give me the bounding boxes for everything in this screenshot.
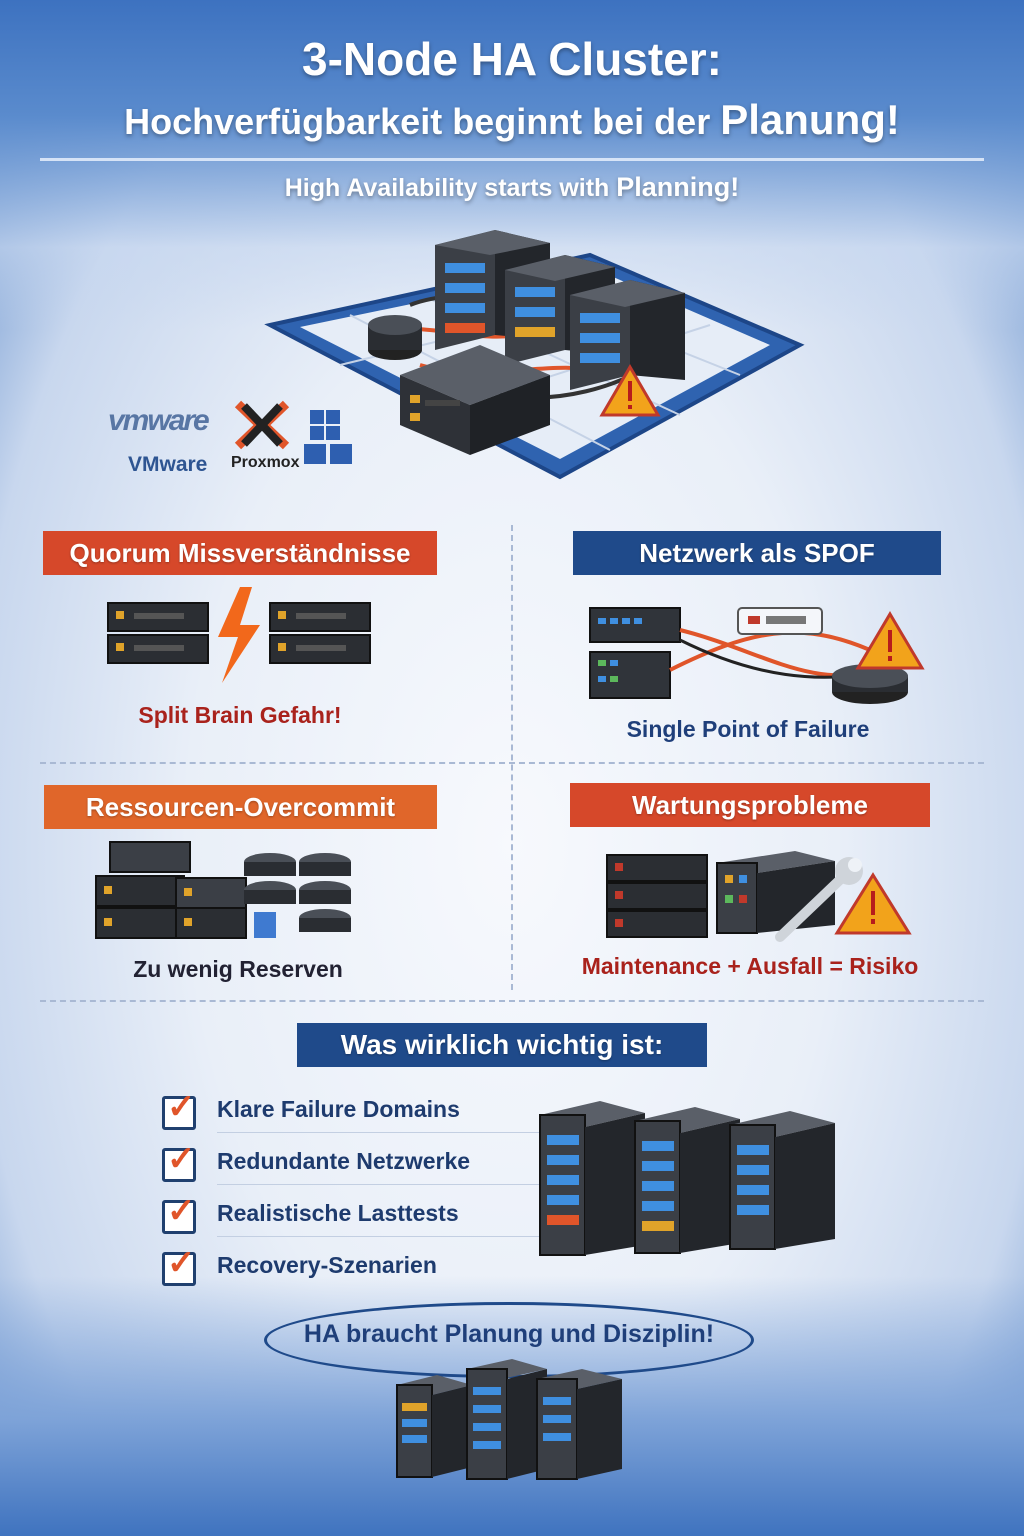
server-rack-icon xyxy=(396,1375,472,1478)
checklist-item: ✓ Klare Failure Domains xyxy=(162,1088,662,1133)
panel-maintenance-banner: Wartungsprobleme xyxy=(570,783,930,827)
network-switch-icon xyxy=(589,651,671,699)
title-line2-emphasis: Planung! xyxy=(720,96,900,143)
page-title-line2: Hochverfügbarkeit beginnt bei der Planun… xyxy=(0,96,1024,144)
server-rack-icon xyxy=(634,1107,740,1254)
panel-maintenance-caption: Maintenance + Ausfall = Risiko xyxy=(581,953,919,979)
server-rack-icon xyxy=(175,877,247,939)
checkbox-icon: ✓ xyxy=(162,1244,196,1286)
checklist-heading: Was wirklich wichtig ist: xyxy=(297,1023,707,1067)
panel-divider-horizontal xyxy=(40,762,984,764)
warning-triangle-icon xyxy=(834,872,912,935)
subtitle-emphasis: Planning! xyxy=(616,172,740,202)
checklist-item-label: Klare Failure Domains xyxy=(217,1096,460,1122)
checklist-item: ✓ Recovery-Szenarien xyxy=(162,1244,662,1288)
network-spof-illustration xyxy=(589,607,925,704)
storage-disk-icon xyxy=(368,315,422,360)
hero-cluster-illustration xyxy=(264,230,805,480)
title-divider xyxy=(40,158,984,161)
windows-logo-icon xyxy=(304,410,352,464)
checklist-underline xyxy=(217,1132,647,1133)
proxmox-logo-icon xyxy=(234,400,290,450)
vmware-label: VMware xyxy=(128,453,208,476)
section-divider xyxy=(40,1000,984,1002)
network-switch-icon xyxy=(737,607,823,635)
warning-triangle-icon xyxy=(599,364,661,417)
maintenance-illustration xyxy=(606,851,912,942)
checklist-item: ✓ Redundante Netzwerke xyxy=(162,1140,662,1185)
lightning-icon xyxy=(218,587,260,683)
network-switch-icon xyxy=(400,345,550,455)
overcommit-illustration xyxy=(95,841,351,939)
checkbox-icon: ✓ xyxy=(162,1192,196,1234)
page-subtitle: High Availability starts with Planning! xyxy=(0,172,1024,203)
network-switch-icon xyxy=(589,607,681,643)
checkbox-icon: ✓ xyxy=(162,1140,196,1182)
server-rack-icon xyxy=(107,602,209,664)
panel-overcommit-caption: Zu wenig Reserven xyxy=(133,956,343,982)
server-rack-icon xyxy=(269,602,371,664)
server-rack-icon xyxy=(606,854,708,938)
server-rack-icon xyxy=(729,1111,835,1250)
panel-quorum-banner: Quorum Missverständnisse xyxy=(43,531,437,575)
storage-disk-icon xyxy=(244,853,351,932)
checklist-servers-illustration xyxy=(539,1101,835,1256)
vmware-logo: vmware xyxy=(108,404,210,437)
warning-triangle-icon xyxy=(855,611,925,670)
storage-disk-icon xyxy=(832,664,908,704)
server-rack-icon xyxy=(536,1369,622,1480)
title-line2-text: Hochverfügbarkeit beginnt bei der xyxy=(124,101,711,142)
server-rack-icon xyxy=(716,851,835,934)
file-icon xyxy=(254,912,276,938)
checkbox-icon: ✓ xyxy=(162,1088,196,1130)
panel-network-banner: Netzwerk als SPOF xyxy=(573,531,941,575)
checklist-item-label: Recovery-Szenarien xyxy=(217,1252,437,1278)
checklist-underline xyxy=(217,1236,647,1237)
wrench-icon xyxy=(775,857,863,942)
server-rack-icon xyxy=(539,1101,645,1256)
server-rack-icon xyxy=(570,280,685,390)
checklist-item-label: Redundante Netzwerke xyxy=(217,1148,471,1174)
panel-quorum-caption: Split Brain Gefahr! xyxy=(138,702,342,728)
closing-statement: HA braucht Planung und Disziplin! xyxy=(303,1320,715,1348)
checklist-underline xyxy=(217,1184,647,1185)
proxmox-label: Proxmox xyxy=(231,454,300,471)
checklist-item: ✓ Realistische Lasttests xyxy=(162,1192,662,1237)
checklist-item-label: Realistische Lasttests xyxy=(217,1200,459,1226)
server-rack-icon xyxy=(95,841,191,939)
page-title: 3-Node HA Cluster: xyxy=(302,33,722,85)
server-rack-icon xyxy=(466,1359,547,1480)
split-brain-illustration xyxy=(107,587,371,683)
panel-divider-vertical xyxy=(511,525,513,990)
footer-servers-illustration xyxy=(396,1359,622,1480)
panel-network-caption: Single Point of Failure xyxy=(626,716,870,742)
subtitle-text: High Availability starts with xyxy=(284,174,610,202)
panel-overcommit-banner: Ressourcen-Overcommit xyxy=(44,785,437,829)
